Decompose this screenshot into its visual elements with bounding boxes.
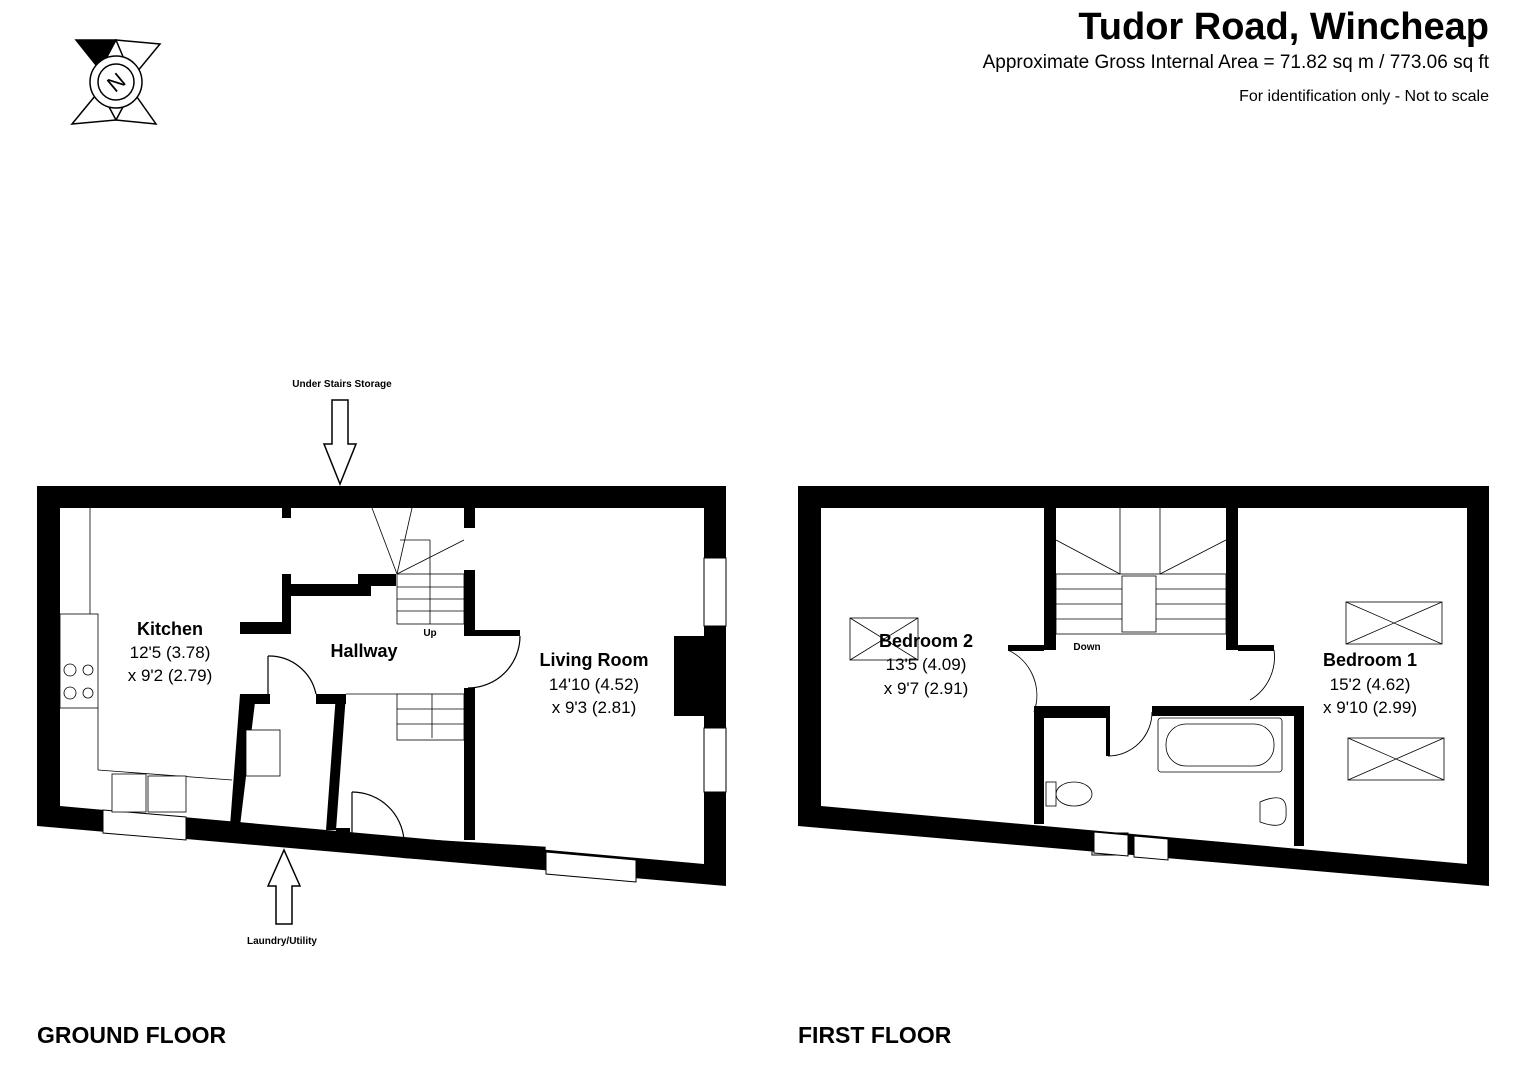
bedroom-2-label: Bedroom 2: [879, 631, 973, 651]
skylight-icon: [849, 617, 919, 661]
stairs-down-label: Down: [1073, 642, 1100, 653]
stairs-up-label: Up: [423, 628, 436, 639]
property-title: Tudor Road, Wincheap: [1078, 6, 1489, 48]
hob-ring-icon: [63, 663, 77, 677]
living-room-dim1: 14'10 (4.52): [549, 675, 639, 694]
laundry-arrow-icon: [266, 848, 302, 925]
bedroom-2-dim2: x 9'7 (2.91): [884, 679, 969, 698]
gross-area: Approximate Gross Internal Area = 71.82 …: [982, 52, 1489, 73]
ground-floor-plan: Under Stairs Storage Laundry/Utility Kit…: [37, 379, 1129, 947]
washing-machine-icon: [245, 729, 281, 777]
laundry-utility-label: Laundry/Utility: [247, 936, 317, 947]
stairs-down: [1055, 508, 1227, 635]
bedroom-2-dim1: 13'5 (4.09): [886, 655, 967, 674]
living-room-dim2: x 9'3 (2.81): [552, 698, 637, 717]
hob-ring-icon: [82, 687, 94, 699]
hob-ring-icon: [63, 686, 77, 700]
under-stairs-storage-label: Under Stairs Storage: [292, 379, 392, 390]
ground-floor-label: GROUND FLOOR: [37, 1022, 227, 1048]
storage-arrow-icon: [322, 399, 358, 487]
toilet-icon: [1055, 781, 1093, 807]
kitchen-units: [59, 508, 281, 813]
windows: [102, 557, 1129, 883]
doors: [267, 635, 521, 841]
kitchen-dim2: x 9'2 (2.79): [128, 666, 213, 685]
bedroom-1-dim2: x 9'10 (2.99): [1323, 698, 1417, 717]
scale-note: For identification only - Not to scale: [1239, 88, 1489, 105]
doors: [1007, 649, 1275, 757]
ground-interior-walls: [230, 508, 704, 852]
bathroom-fixtures: [849, 601, 1445, 826]
hallway-label: Hallway: [330, 641, 397, 661]
windows: [1093, 831, 1169, 861]
sink-icon: [111, 773, 147, 813]
stairs-up: [346, 507, 465, 741]
compass-icon: N: [70, 39, 162, 125]
bedroom-1-label: Bedroom 1: [1323, 650, 1417, 670]
bedroom-1-dim1: 15'2 (4.62): [1330, 675, 1411, 694]
living-room-label: Living Room: [540, 650, 649, 670]
kitchen-dim1: 12'5 (3.78): [130, 643, 211, 662]
kitchen-label: Kitchen: [137, 619, 203, 639]
first-floor-plan: Bedroom 2 13'5 (4.09) x 9'7 (2.91) Down …: [798, 486, 1489, 886]
first-interior-walls: [1008, 508, 1304, 846]
hob-ring-icon: [82, 664, 94, 676]
first-floor-label: FIRST FLOOR: [798, 1022, 952, 1048]
basin-icon: [1259, 797, 1287, 826]
